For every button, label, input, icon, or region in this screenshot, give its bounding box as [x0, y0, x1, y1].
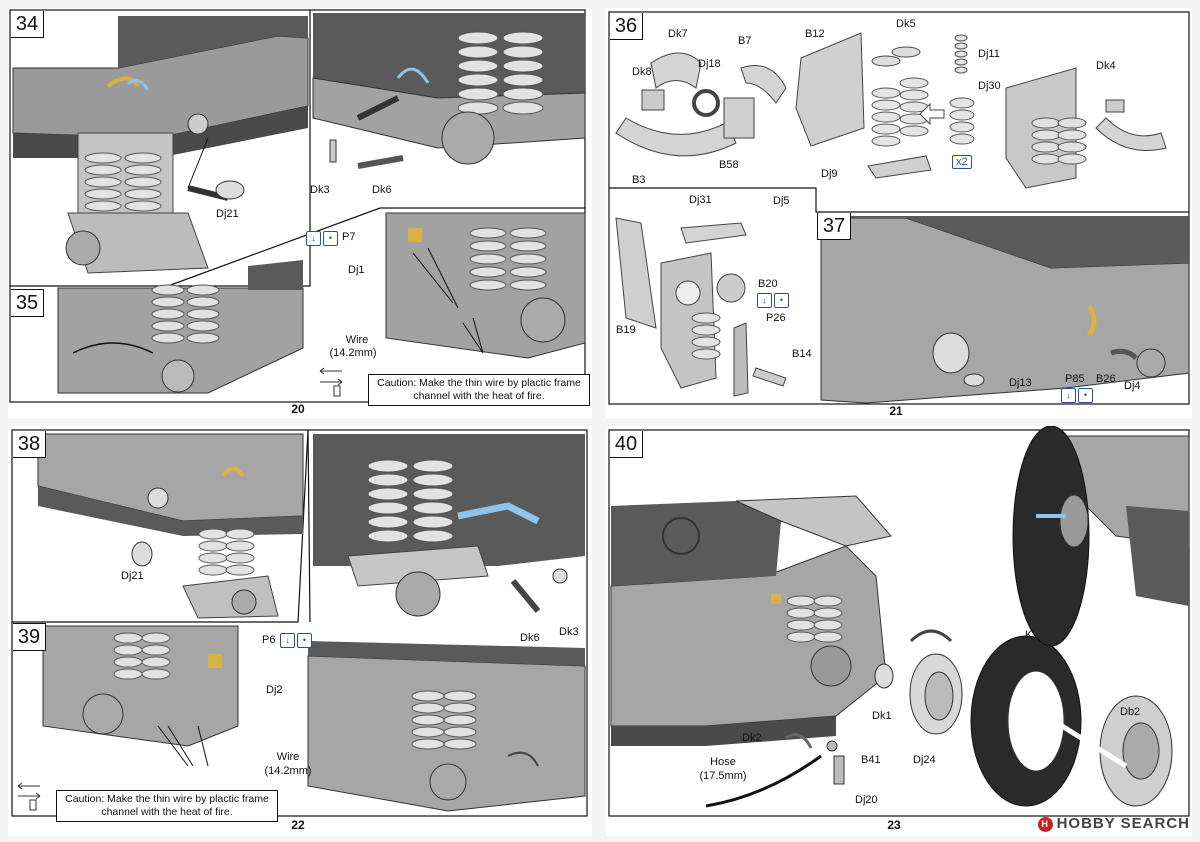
label-b3: B3	[632, 174, 646, 186]
page-22-drawing	[11, 429, 588, 817]
label-dk8: Dk8	[632, 66, 652, 78]
label-hose: Hose	[710, 756, 736, 768]
page-number-21: 21	[889, 404, 903, 418]
label-db2: Db2	[1120, 706, 1141, 718]
paint-icon: •	[297, 633, 312, 648]
label-dj4: Dj4	[1124, 380, 1141, 392]
label-b7: B7	[738, 35, 752, 47]
label-p6: P6	[262, 634, 276, 646]
label-dj24: Dj24	[913, 754, 936, 766]
label-b41: B41	[861, 754, 881, 766]
label-wire-39: Wire	[276, 751, 300, 763]
label-b14: B14	[792, 348, 812, 360]
label-b12: B12	[805, 28, 825, 40]
caution-line-1: Caution: Make the thin wire by plactic f…	[377, 377, 581, 389]
page-20: 34 35 Dk3 Dk6 Dj21 ↓ • P7 Dj1 Wire (14.2…	[8, 8, 592, 418]
page-20-drawing	[9, 9, 586, 403]
label-dk6-34: Dk6	[372, 184, 392, 196]
label-wire-len-39: (14.2mm)	[264, 765, 312, 777]
step-40-number: 40	[610, 431, 643, 458]
label-k: K	[1025, 629, 1033, 641]
label-dj5: Dj5	[773, 195, 790, 207]
label-dj20: Dj20	[855, 794, 878, 806]
label-dj21-34: Dj21	[216, 208, 239, 220]
label-dj30: Dj30	[978, 80, 1001, 92]
label-b20: B20	[758, 278, 778, 290]
hobby-search-logo-icon: H	[1037, 816, 1053, 832]
label-p26: P26	[766, 312, 786, 324]
glue-paint-icons-p6: ↓ •	[280, 633, 312, 648]
page-number-23: 23	[887, 818, 901, 832]
label-dj31: Dj31	[689, 194, 712, 206]
watermark-text: HOBBY SEARCH	[1056, 815, 1190, 832]
label-dk4: Dk4	[1096, 60, 1116, 72]
page-21-drawing	[608, 11, 1190, 405]
glue-paint-icons-p26: ↓ •	[757, 293, 789, 308]
glue-icon: ↓	[306, 231, 321, 246]
step-39-number: 39	[13, 623, 46, 651]
page-22: 38 39 Dj21 Dk6 Dk3 P6 ↓ • Dj2 Wire (14.2…	[8, 426, 592, 836]
label-b19: B19	[616, 324, 636, 336]
label-dk2: Dk2	[742, 732, 762, 744]
caution-note-39: Caution: Make the thin wire by plactic f…	[56, 790, 278, 822]
step-36-number: 36	[610, 13, 643, 40]
label-wire-35: Wire	[345, 334, 369, 346]
label-wire-len-35: (14.2mm)	[329, 347, 377, 359]
label-p7: P7	[342, 231, 356, 243]
label-b58: B58	[719, 159, 739, 171]
paint-icon: •	[1078, 388, 1093, 403]
step-35-number: 35	[11, 289, 44, 317]
step-34-number: 34	[11, 11, 44, 38]
page-23-drawing	[608, 426, 1190, 817]
glue-paint-icons-p85: ↓ •	[1061, 388, 1093, 403]
label-dj21-38: Dj21	[121, 570, 144, 582]
label-dk5: Dk5	[896, 18, 916, 30]
caution-line-1: Caution: Make the thin wire by plactic f…	[65, 793, 269, 805]
page-number-22: 22	[291, 818, 305, 832]
quantity-x2-badge: x2	[952, 155, 972, 169]
step-38-number: 38	[13, 431, 46, 458]
label-dk3-38: Dk3	[559, 626, 579, 638]
paint-icon: •	[323, 231, 338, 246]
label-dj18: Dj18	[698, 58, 721, 70]
label-dk6-38: Dk6	[520, 632, 540, 644]
label-p85: P85	[1065, 373, 1085, 385]
glue-icon: ↓	[1061, 388, 1076, 403]
label-dj2: Dj2	[266, 684, 283, 696]
label-b26: B26	[1096, 373, 1116, 385]
label-dj9: Dj9	[821, 168, 838, 180]
glue-icon: ↓	[757, 293, 772, 308]
glue-icon: ↓	[280, 633, 295, 648]
caution-note-35: Caution: Make the thin wire by plactic f…	[368, 374, 590, 406]
label-dj13: Dj13	[1009, 377, 1032, 389]
page-number-20: 20	[291, 402, 305, 416]
label-dk1: Dk1	[872, 710, 892, 722]
glue-paint-icons-p7: ↓ •	[306, 231, 338, 246]
label-dj11: Dj11	[978, 48, 1000, 60]
page-21: 36 37 Dk7 Dk8 Dj18 B7 B12 Dk5 Dj11 Dj30 …	[606, 8, 1192, 418]
label-hose-len: (17.5mm)	[699, 770, 747, 782]
caution-line-2: channel with the heat of fire.	[101, 806, 233, 818]
caution-line-2: channel with the heat of fire.	[413, 390, 545, 402]
label-dk7: Dk7	[668, 28, 688, 40]
step-37-number: 37	[817, 213, 851, 240]
paint-icon: •	[774, 293, 789, 308]
page-23: 40 K Db2 Dk1 Dj24 Dk2 B41 Hose (17.5mm) …	[606, 426, 1192, 836]
label-dj1: Dj1	[348, 264, 365, 276]
label-dk3-34: Dk3	[310, 184, 330, 196]
